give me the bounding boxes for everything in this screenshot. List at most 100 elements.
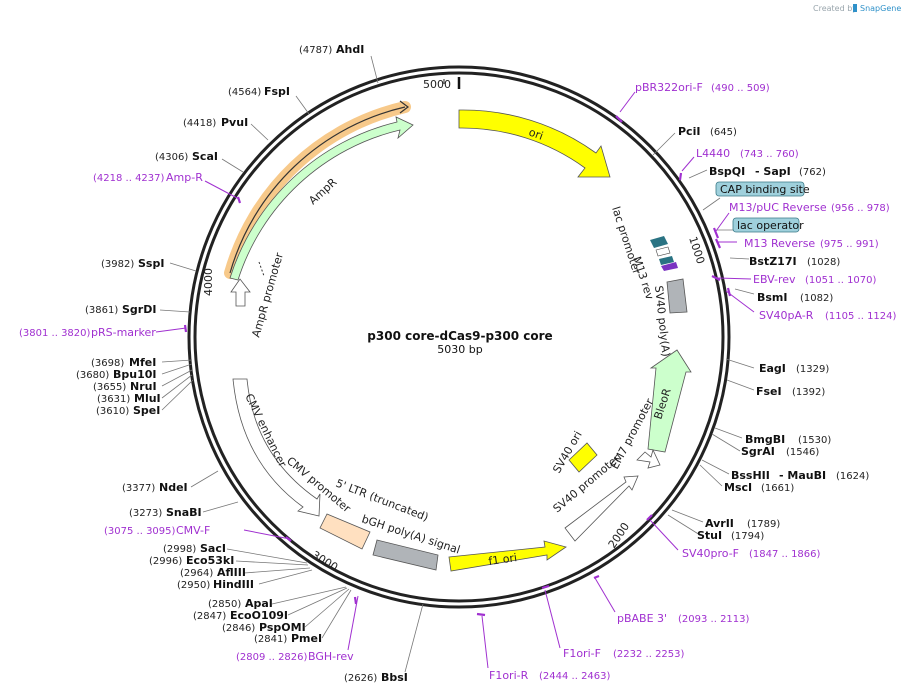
enzyme-apai[interactable]: ApaI <box>245 597 273 610</box>
backbone-inner-strand <box>193 71 725 603</box>
cap-binding-label: CAP binding site <box>720 183 810 196</box>
enzyme-fsei[interactable]: FseI <box>756 385 782 398</box>
f1-ori-feature[interactable] <box>448 540 567 572</box>
primer-m13-reverse[interactable]: M13 Reverse <box>744 237 815 250</box>
primer-amp-r[interactable]: Amp-R <box>166 171 203 184</box>
m13-rev-label: M13 rev <box>630 255 656 302</box>
enzyme-ecoo109i[interactable]: EcoO109I <box>230 609 288 622</box>
enzyme-bstz17i[interactable]: BstZ17I <box>749 255 797 268</box>
primer-labels: pBR322ori-F (490 .. 509) L4440 (743 .. 7… <box>19 81 897 682</box>
enzyme-bbsi[interactable]: BbsI <box>381 671 408 684</box>
enzyme-pos-bstz17i: (1028) <box>807 257 840 268</box>
bgh-polya-feature[interactable] <box>372 539 439 571</box>
enzyme-pmei[interactable]: PmeI <box>291 632 322 645</box>
m13-rev-feature[interactable] <box>661 262 678 271</box>
enzyme-labels-left: (4787) AhdI (4564) FspI (4418) PvuI (430… <box>76 43 408 684</box>
enzyme-pos-ahdi: (4787) <box>299 45 332 56</box>
enzyme-saci[interactable]: SacI <box>200 542 226 555</box>
enzyme-pspomi[interactable]: PspOMI <box>259 621 306 634</box>
enzyme-mfei[interactable]: MfeI <box>129 356 156 369</box>
primer-range-bgh-rev: (2809 .. 2826) <box>236 652 308 663</box>
enzyme-pos-mlui: (3631) <box>97 394 130 405</box>
enzyme-pos-snabi: (3273) <box>129 508 162 519</box>
enzyme-hindiii[interactable]: HindIII <box>213 578 254 591</box>
enzyme-pvui[interactable]: PvuI <box>221 116 248 129</box>
enzyme-bmgbi[interactable]: BmgBI <box>745 433 785 446</box>
enzyme-nrui[interactable]: NruI <box>130 380 157 393</box>
primer-sv40pa-r[interactable]: SV40pA-R <box>759 309 814 322</box>
enzyme-labels-right: PciI (645) BspQI - SapI (762) BstZ17I (1… <box>678 125 869 542</box>
enzyme-sapi[interactable]: - SapI <box>755 165 791 178</box>
enzyme-maubi[interactable]: - MauBI <box>779 469 826 482</box>
lac-operator-box[interactable] <box>732 217 800 233</box>
enzyme-pos-scai: (4306) <box>155 152 188 163</box>
enzyme-spei[interactable]: SpeI <box>133 404 160 417</box>
ampr-feature[interactable] <box>229 116 414 281</box>
primer-prs-marker[interactable]: pRS-marker <box>91 326 156 339</box>
enzyme-mlui[interactable]: MluI <box>134 392 161 405</box>
enzyme-pos-bpu10i: (3680) <box>76 370 109 381</box>
enzyme-bpu10i[interactable]: Bpu10I <box>113 368 157 381</box>
enzyme-pos-sgrdi: (3861) <box>85 305 118 316</box>
backbone-outer-strand <box>187 65 731 609</box>
primer-f1ori-r[interactable]: F1ori-R <box>489 669 529 682</box>
enzyme-pos-pvui: (4418) <box>183 118 216 129</box>
enzyme-pcii[interactable]: PciI <box>678 125 700 138</box>
enzyme-snabi[interactable]: SnaBI <box>166 506 202 519</box>
lac-operator-feature[interactable] <box>659 256 674 265</box>
enzyme-pos-apai: (2850) <box>208 599 241 610</box>
enzyme-pos-ndei: (3377) <box>122 483 155 494</box>
primer-l4440[interactable]: L4440 <box>696 147 730 160</box>
lac-operator-label: lac operator <box>737 219 804 232</box>
primer-bgh-rev[interactable]: BGH-rev <box>308 650 354 663</box>
primer-f1ori-f[interactable]: F1ori-F <box>563 647 601 660</box>
primer-cmv-f[interactable]: CMV-F <box>176 524 210 537</box>
enzyme-avrii[interactable]: AvrII <box>705 517 734 530</box>
enzyme-pos-saci: (2998) <box>163 544 196 555</box>
em7-promoter-feature[interactable] <box>636 448 661 469</box>
cap-binding-box[interactable] <box>715 181 805 197</box>
enzyme-fspi[interactable]: FspI <box>264 85 290 98</box>
snapgene-logo-icon <box>853 4 857 12</box>
enzyme-bsshii[interactable]: BssHII <box>731 469 770 482</box>
bp-ticks: 5000 1000 2000 3000 4000 <box>202 78 707 574</box>
primer-range-l4440: (743 .. 760) <box>740 149 799 160</box>
enzyme-eagi[interactable]: EagI <box>759 362 786 375</box>
enzyme-bspqi[interactable]: BspQI <box>709 165 745 178</box>
sv40-promoter-feature[interactable] <box>564 475 639 542</box>
enzyme-pos-eagi: (1329) <box>796 364 829 375</box>
primer-ebv-rev[interactable]: EBV-rev <box>753 273 796 286</box>
primer-pbr322ori-f[interactable]: pBR322ori-F <box>635 81 703 94</box>
enzyme-pos-stui: (1794) <box>731 531 764 542</box>
enzyme-afliii[interactable]: AflIII <box>217 566 246 579</box>
enzyme-pos-sgrai: (1546) <box>786 447 819 458</box>
enzyme-sgrai[interactable]: SgrAI <box>741 445 775 458</box>
cap-binding-feature[interactable] <box>650 236 668 248</box>
enzyme-scai[interactable]: ScaI <box>192 150 218 163</box>
primer-m13-puc-reverse[interactable]: M13/pUC Reverse <box>729 201 827 214</box>
primer-pbabe-3[interactable]: pBABE 3' <box>617 612 667 625</box>
sv40-ori-feature[interactable] <box>568 442 598 473</box>
cmv-enhancer-feature[interactable] <box>232 378 321 517</box>
enzyme-msci[interactable]: MscI <box>724 481 752 494</box>
ampr-promoter-feature[interactable] <box>230 278 251 307</box>
plasmid-name: p300 core-dCas9-p300 core <box>367 329 552 343</box>
enzyme-stui[interactable]: StuI <box>697 529 722 542</box>
plasmid-size: 5030 bp <box>437 343 482 356</box>
enzyme-ahdi[interactable]: AhdI <box>336 43 364 56</box>
sv40-polya-feature[interactable] <box>666 278 688 314</box>
enzyme-ndei[interactable]: NdeI <box>159 481 188 494</box>
bleor-feature[interactable] <box>647 349 692 453</box>
tick-4000: 4000 <box>202 268 215 296</box>
enzyme-sspi[interactable]: SspI <box>138 257 164 270</box>
enzyme-sgrdi[interactable]: SgrDI <box>122 303 156 316</box>
primer-sv40pro-f[interactable]: SV40pro-F <box>682 547 739 560</box>
ampr-highlight-line <box>229 106 406 274</box>
enzyme-eco53ki[interactable]: Eco53kI <box>186 554 234 567</box>
enzyme-bsmi[interactable]: BsmI <box>757 291 788 304</box>
enzyme-pos-bbsi: (2626) <box>344 673 377 684</box>
lac-promoter-feature[interactable] <box>655 246 671 257</box>
ori-feature[interactable] <box>458 109 611 178</box>
ltr-feature[interactable] <box>319 513 371 550</box>
